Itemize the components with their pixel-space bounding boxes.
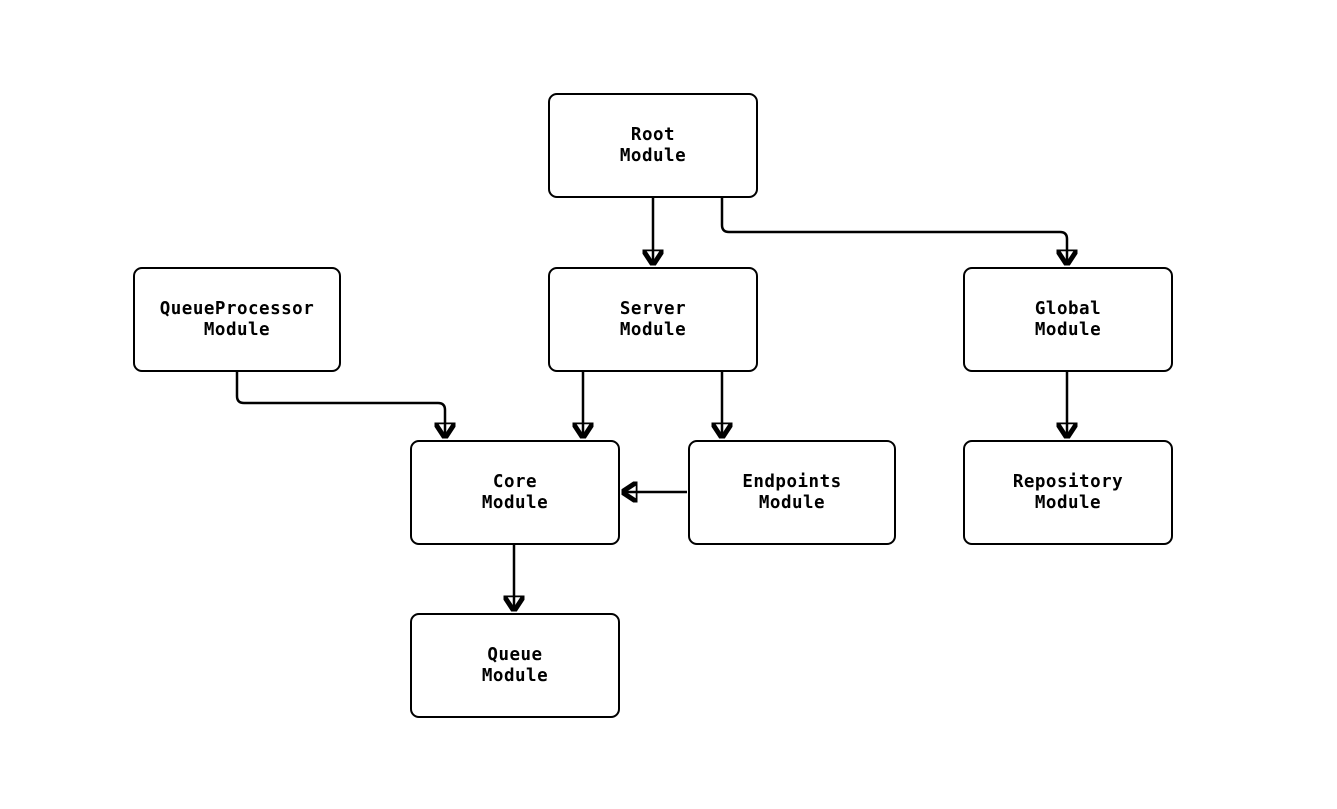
node-queueprocessor-module-label: QueueProcessor Module (159, 298, 315, 340)
node-server-module-label: Server Module (619, 298, 687, 340)
edge-root-to-global (720, 198, 1067, 264)
node-global-module: Global Module (963, 267, 1173, 372)
node-endpoints-module: Endpoints Module (688, 440, 896, 545)
node-core-module-label: Core Module (481, 471, 549, 513)
node-root-module: Root Module (548, 93, 758, 198)
node-root-module-label: Root Module (619, 124, 687, 166)
node-endpoints-module-label: Endpoints Module (742, 471, 842, 513)
node-queue-module: Queue Module (410, 613, 620, 718)
node-server-module: Server Module (548, 267, 758, 372)
node-queueprocessor-module: QueueProcessor Module (133, 267, 341, 372)
node-repository-module: Repository Module (963, 440, 1173, 545)
node-core-module: Core Module (410, 440, 620, 545)
node-queue-module-label: Queue Module (481, 644, 549, 686)
edge-queueprocessor-to-core (235, 372, 445, 437)
node-global-module-label: Global Module (1034, 298, 1102, 340)
node-repository-module-label: Repository Module (1012, 471, 1124, 513)
